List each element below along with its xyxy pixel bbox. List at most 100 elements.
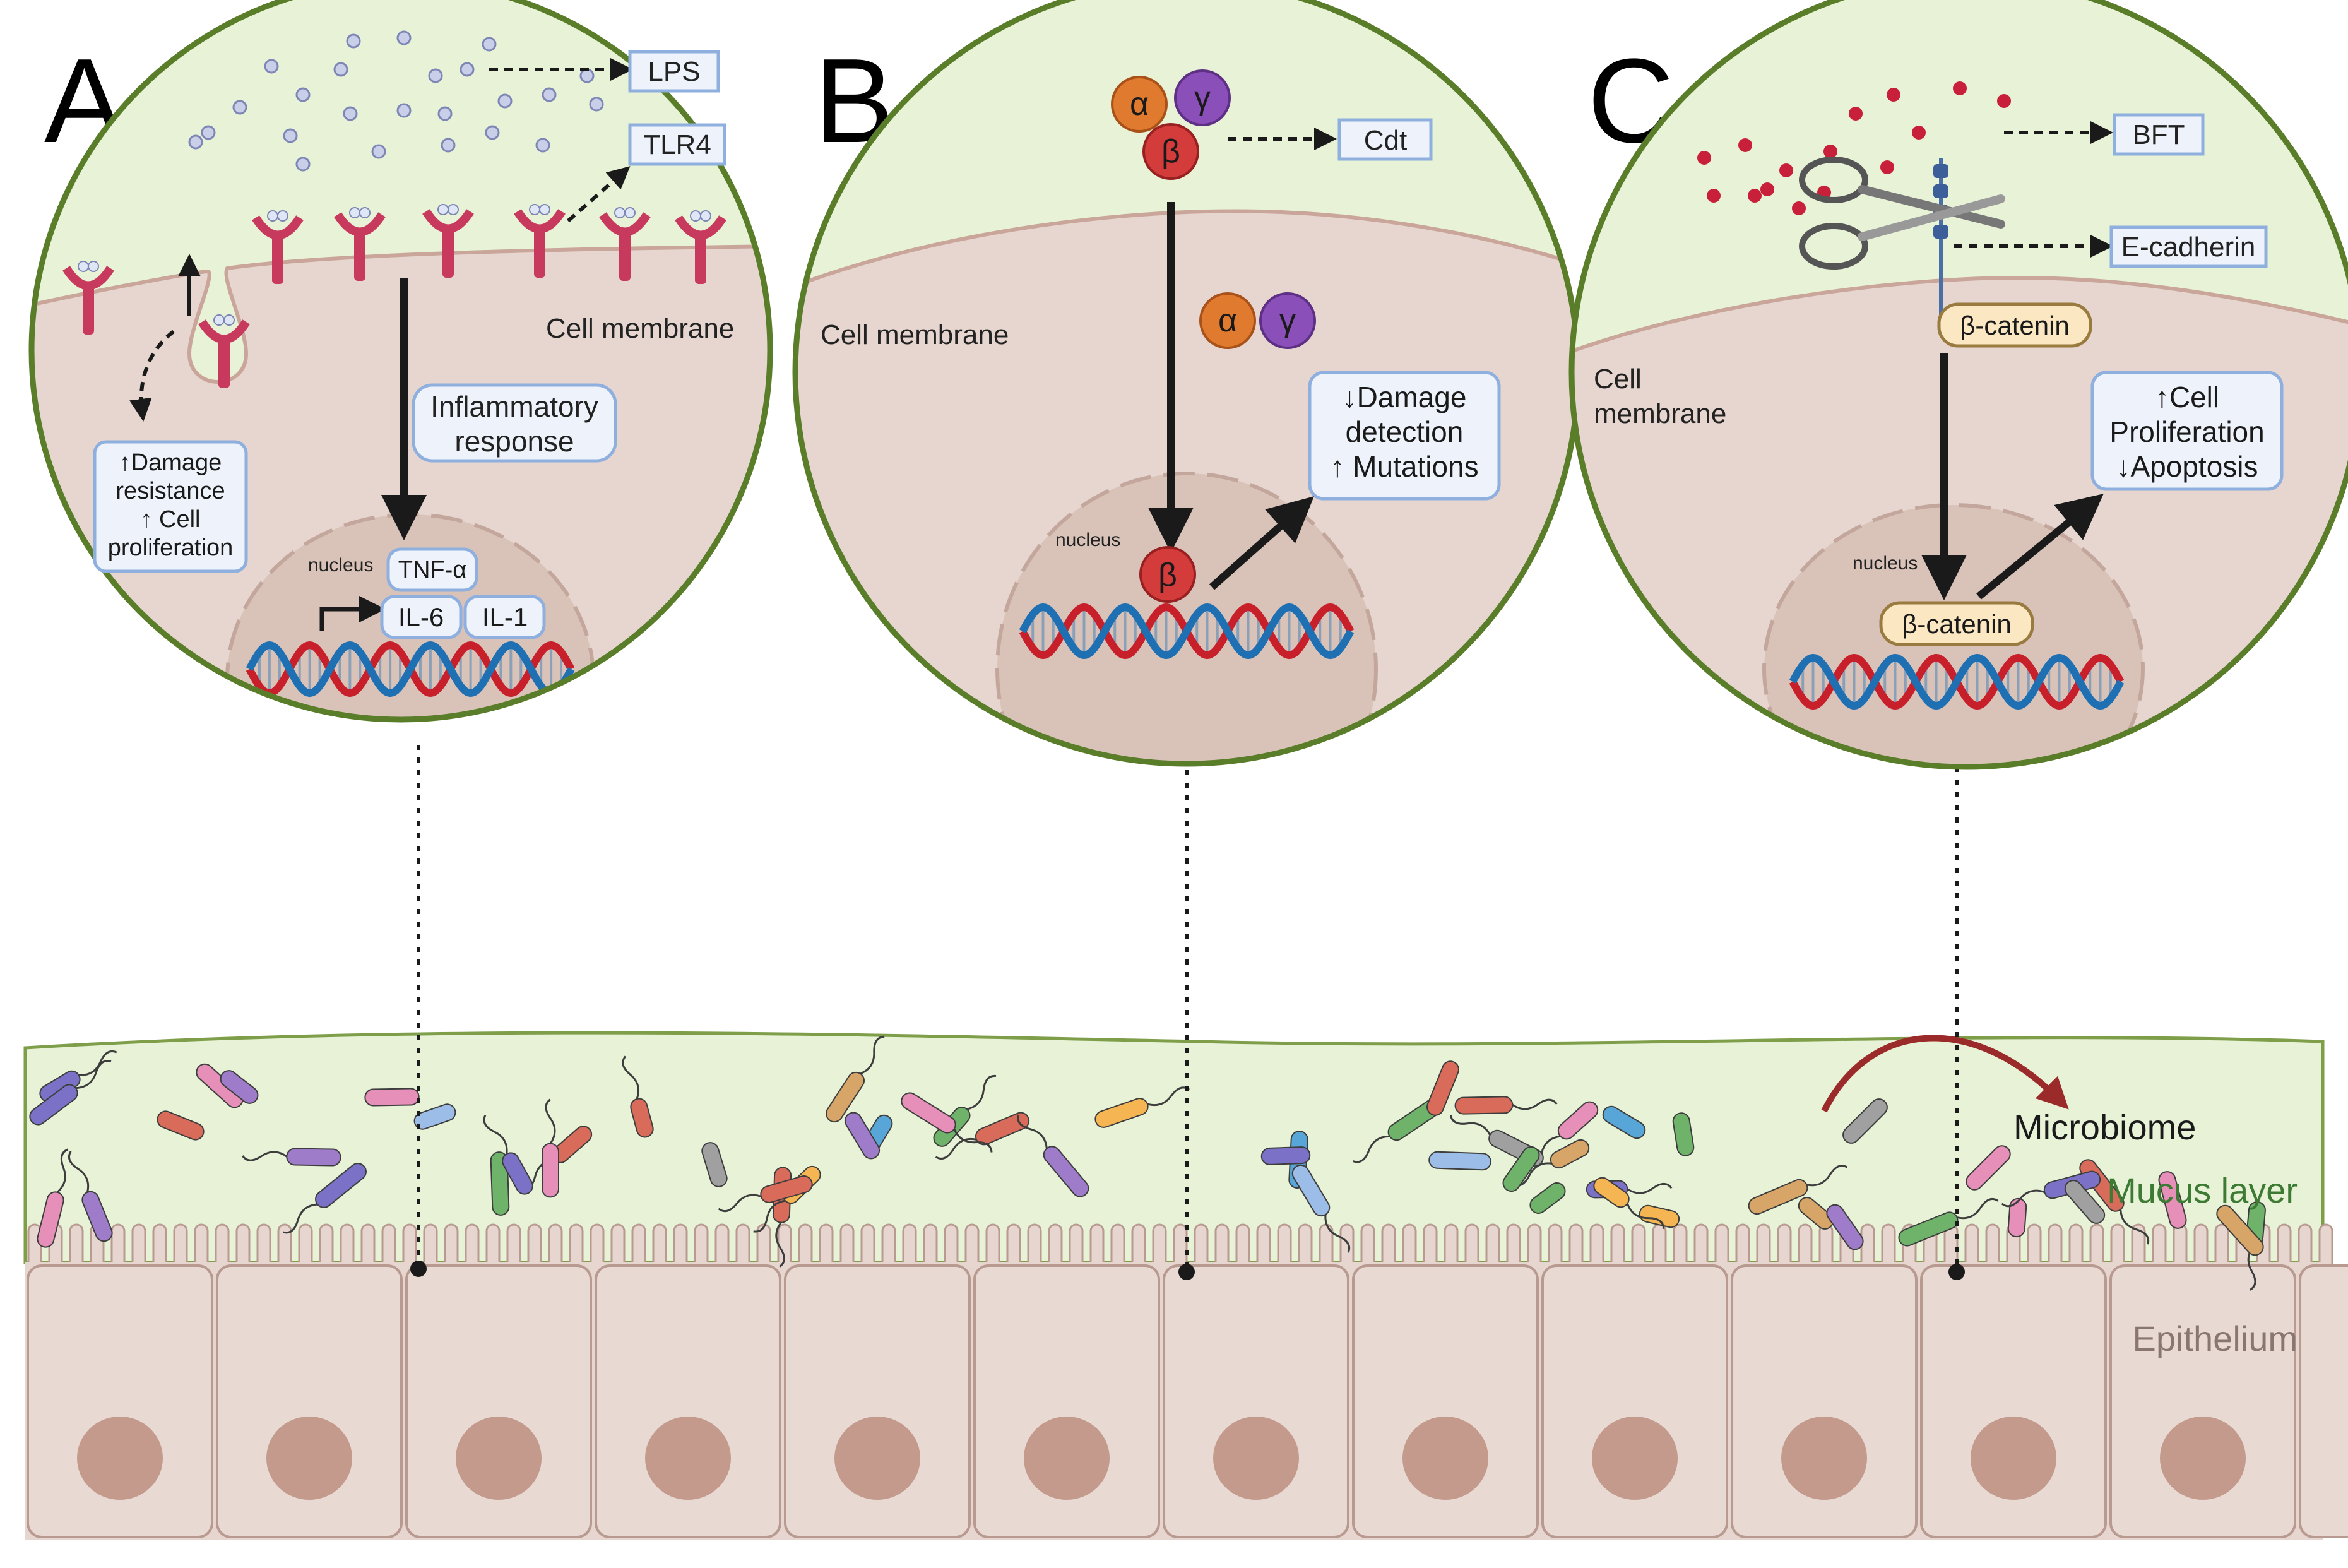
lps-particle	[396, 103, 412, 118]
lps-particle	[497, 93, 513, 109]
il6-label: IL-6	[398, 602, 444, 632]
bacterium	[1502, 1146, 1540, 1192]
cell-nucleus	[1024, 1417, 1110, 1500]
bacterium	[1017, 1114, 1089, 1197]
tlr4-pointer	[567, 166, 631, 223]
gamma-subunit-free	[1259, 292, 1316, 349]
lps-particle	[589, 97, 604, 112]
bft-particle	[1707, 189, 1721, 203]
epithelial-cell	[2299, 1264, 2348, 1538]
bacterium	[2007, 1197, 2027, 1238]
bacterium	[542, 1098, 559, 1198]
epithelial-cell	[1541, 1264, 1728, 1538]
effects-b-line-3: ↑ Mutations	[1330, 450, 1478, 483]
zoom-connectors	[410, 745, 1965, 1280]
inflammatory-line-1: Inflammatory	[430, 390, 598, 423]
effects-box-a	[93, 440, 248, 573]
bacterium	[935, 1112, 1030, 1160]
alpha-subunit-label: α	[1130, 86, 1149, 122]
il1-label: IL-1	[482, 602, 528, 632]
bacterium	[1966, 1145, 2011, 1191]
lps-particle	[295, 157, 311, 172]
epithelium-label: Epithelium	[2133, 1319, 2298, 1358]
epithelial-cell	[973, 1264, 1160, 1538]
epithelial-cell	[1163, 1264, 1349, 1538]
bacterium	[2216, 1204, 2264, 1256]
bacterium	[2064, 1180, 2106, 1224]
bft-particle	[1697, 151, 1711, 165]
gamma-free-label: γ	[1279, 302, 1296, 339]
cdt-label: Cdt	[1364, 125, 1407, 156]
tnf-label: TNF-α	[398, 557, 467, 583]
bft-particle	[1880, 160, 1894, 174]
alpha-subunit-free	[1199, 292, 1256, 349]
lps-particle	[428, 68, 443, 83]
zoom-circle-c	[1568, 0, 2348, 770]
bacterium	[413, 1103, 456, 1130]
cell-membrane-c-label-2: membrane	[1594, 398, 1726, 429]
lps-particle	[283, 128, 298, 143]
cdt-label-box	[1337, 118, 1433, 161]
bacterium	[1454, 1096, 1558, 1115]
bacterium	[701, 1142, 728, 1187]
tissue-strip: Microbiome Mucus layer Epithelium	[23, 1031, 2348, 1540]
cell-nucleus	[1402, 1417, 1488, 1500]
lps-particle	[295, 87, 311, 102]
inflammatory-box	[412, 383, 617, 463]
effects-b-line-1: ↓Damage	[1343, 381, 1467, 413]
lps-particle	[535, 138, 550, 153]
lps-particle	[188, 134, 203, 150]
lps-particle	[542, 87, 557, 102]
bft-particle	[1912, 126, 1926, 140]
cell-nucleus	[1971, 1417, 2056, 1500]
tlr4-label-box	[628, 123, 726, 166]
effects-box-b	[1308, 371, 1501, 501]
bacteria-group	[29, 1035, 2266, 1291]
bacterium	[622, 1055, 654, 1138]
effects-box-c	[2090, 371, 2284, 491]
effects-a-line-2: resistance	[116, 478, 225, 504]
beta-subunit-nuclear	[1139, 546, 1196, 603]
il1-box	[463, 595, 546, 639]
cell-nucleus	[1213, 1417, 1299, 1500]
e-cadherin-domain	[1933, 184, 1948, 198]
bft-particle	[1792, 201, 1806, 215]
gamma-subunit-label: γ	[1194, 80, 1211, 116]
microbiome-label: Microbiome	[2013, 1107, 2196, 1147]
bft-particle	[1738, 138, 1752, 152]
lps-particle	[264, 59, 279, 74]
lps-particle	[232, 100, 247, 115]
tlr4-receptors	[62, 204, 726, 388]
epithelial-cell	[405, 1264, 592, 1538]
bacterium	[29, 1060, 112, 1126]
epithelial-cell	[595, 1264, 781, 1538]
dna-strand-blue	[246, 641, 575, 698]
tlr4-receptor	[334, 207, 386, 281]
tlr4-receptor	[198, 314, 250, 388]
bacterium	[1260, 1146, 1311, 1165]
nucleus-c-label: nucleus	[1853, 553, 1918, 574]
scissors-icon	[1799, 157, 2005, 270]
bacterium	[1826, 1204, 1864, 1250]
bft-particle	[1887, 88, 1900, 102]
cell-nucleus	[645, 1417, 731, 1500]
cell-nucleus	[266, 1417, 352, 1500]
mucus-layer-label: Mucus layer	[2107, 1170, 2298, 1210]
dna-strand-blue	[1789, 653, 2125, 710]
bacterium	[1426, 1060, 1459, 1116]
beta-subunit	[1142, 123, 1199, 180]
nucleus-b-label: nucleus	[1055, 530, 1120, 550]
e-cadherin-domain	[1933, 164, 1948, 178]
e-cadherin-label: E-cadherin	[2121, 232, 2256, 263]
bacterium	[1798, 1197, 1834, 1230]
zoom-circle-a	[28, 0, 773, 723]
inflammatory-line-2: response	[454, 425, 574, 458]
lps-particle	[441, 138, 456, 153]
effects-c-line-1: ↑Cell	[2155, 381, 2219, 413]
connector-c-dot	[1948, 1264, 1965, 1280]
effects-c-line-3: ↓Apoptosis	[2116, 450, 2258, 483]
lps-particle	[333, 62, 348, 77]
lps-particle	[343, 106, 358, 121]
cell-nucleus	[456, 1417, 542, 1500]
effects-a-line-4: proliferation	[108, 535, 234, 561]
